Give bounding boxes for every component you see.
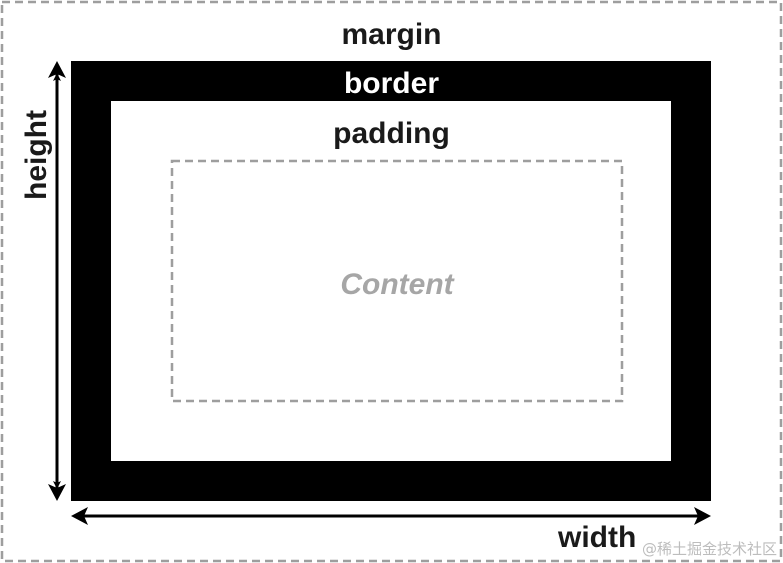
content-area-outline bbox=[170, 159, 624, 403]
width-label: width bbox=[558, 521, 637, 554]
watermark-text: @稀土掘金技术社区 bbox=[641, 540, 777, 558]
content-label: Content bbox=[340, 268, 454, 301]
border-label: border bbox=[343, 67, 439, 100]
height-arrow-bottom-head bbox=[48, 484, 66, 501]
width-arrow-right-head bbox=[694, 507, 711, 525]
padding-label: padding bbox=[333, 117, 450, 150]
margin-label: margin bbox=[341, 18, 442, 51]
height-label: height bbox=[20, 110, 53, 200]
height-arrow-top-head bbox=[48, 61, 66, 78]
width-arrow-left-head bbox=[71, 507, 88, 525]
